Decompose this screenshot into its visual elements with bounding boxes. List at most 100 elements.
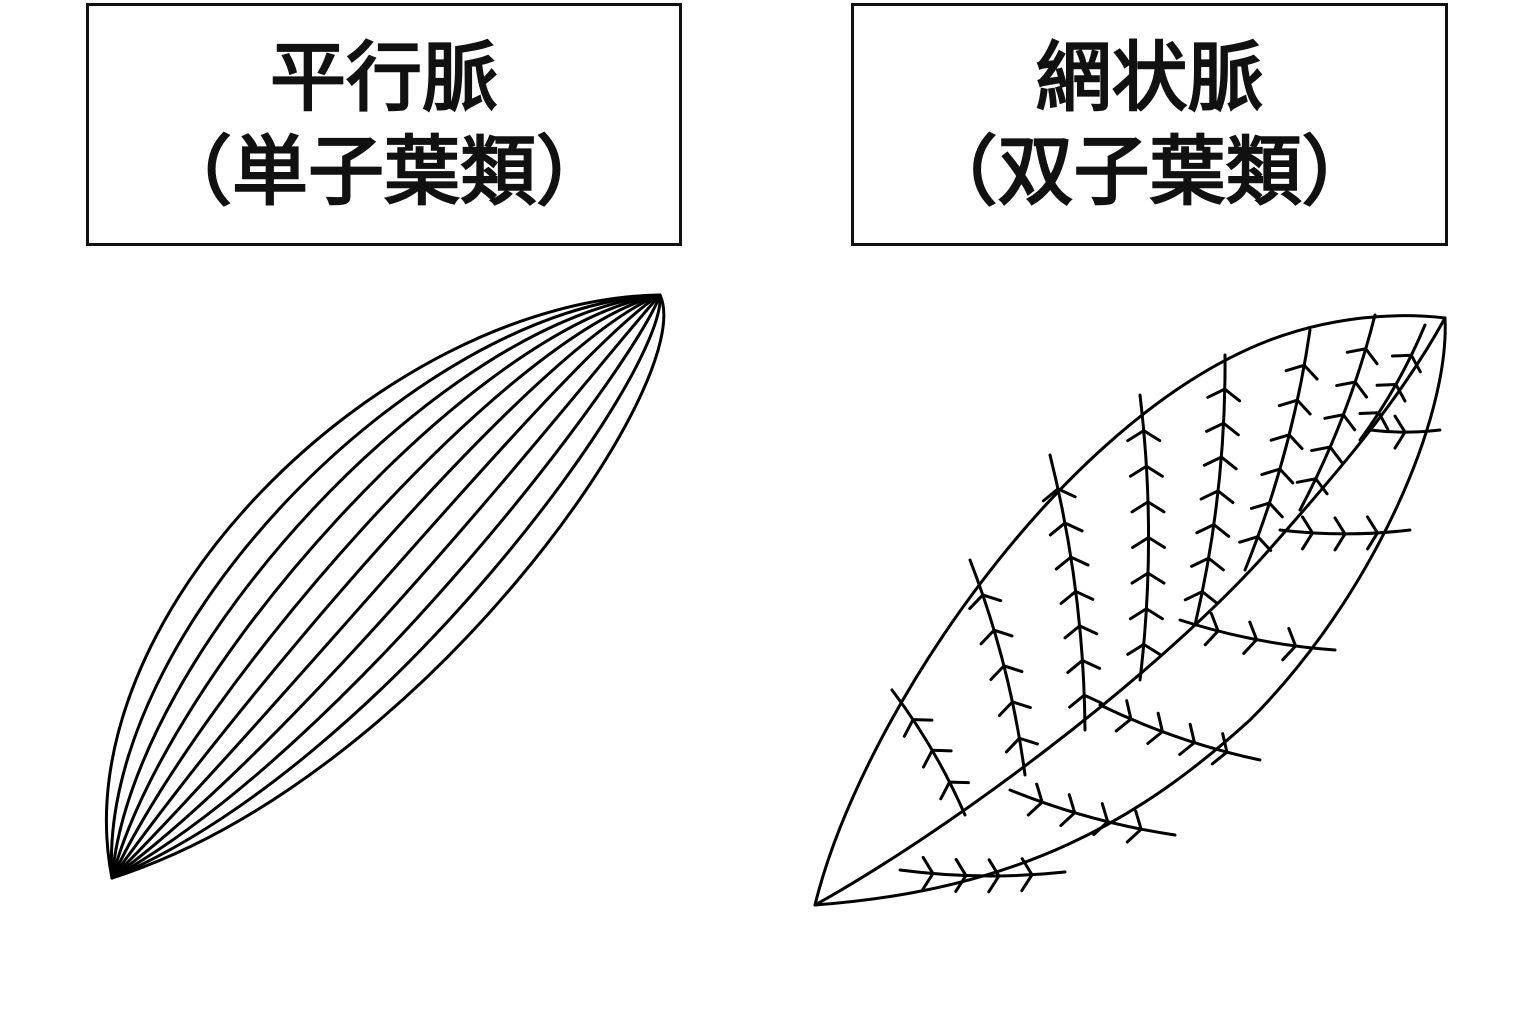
tertiary-vein bbox=[1216, 489, 1235, 505]
tertiary-vein bbox=[987, 874, 1001, 894]
tertiary-vein bbox=[1156, 711, 1164, 734]
tertiary-vein bbox=[1314, 477, 1329, 496]
tertiary-vein bbox=[930, 748, 953, 753]
tertiary-vein bbox=[1390, 353, 1413, 358]
tertiary-vein bbox=[1066, 658, 1084, 674]
tertiary-vein bbox=[911, 718, 934, 722]
tertiary-vein bbox=[1281, 644, 1298, 662]
leaf-outline bbox=[813, 316, 1447, 907]
tertiary-vein bbox=[1130, 571, 1150, 585]
tertiary-vein bbox=[1128, 464, 1148, 478]
parallel-vein bbox=[110, 293, 662, 880]
tertiary-vein bbox=[1134, 809, 1143, 831]
tertiary-vein bbox=[1178, 741, 1196, 756]
tertiary-vein bbox=[1128, 607, 1148, 621]
tertiary-vein bbox=[939, 780, 952, 801]
tertiary-vein bbox=[1284, 363, 1306, 373]
tertiary-vein bbox=[1248, 620, 1259, 642]
tertiary-vein bbox=[1142, 429, 1162, 443]
tertiary-vein bbox=[1092, 820, 1110, 837]
tertiary-vein bbox=[1377, 411, 1390, 431]
secondary-vein bbox=[890, 688, 967, 817]
tertiary-vein bbox=[1364, 347, 1379, 366]
tertiary-vein bbox=[1126, 642, 1146, 656]
tertiary-vein bbox=[1301, 515, 1314, 535]
tertiary-vein bbox=[1375, 382, 1398, 387]
tertiary-vein bbox=[1328, 445, 1344, 464]
tertiary-vein bbox=[1323, 413, 1345, 420]
leaf-outline bbox=[813, 314, 1447, 907]
tertiary-vein bbox=[1017, 736, 1039, 746]
tertiary-vein bbox=[1341, 413, 1357, 432]
parallel-vein bbox=[110, 293, 662, 880]
tertiary-vein bbox=[1249, 501, 1271, 510]
tertiary-vein bbox=[1142, 642, 1162, 656]
tertiary-vein bbox=[1020, 873, 1034, 893]
tertiary-vein bbox=[1222, 421, 1240, 437]
tertiary-vein bbox=[1277, 398, 1299, 408]
tertiary-vein bbox=[1366, 515, 1379, 535]
tertiary-vein bbox=[1195, 523, 1216, 535]
tertiary-vein bbox=[1054, 555, 1073, 571]
tertiary-vein bbox=[1256, 535, 1273, 553]
tertiary-vein bbox=[1125, 699, 1133, 721]
tertiary-vein bbox=[1269, 433, 1291, 442]
tertiary-vein bbox=[1295, 398, 1312, 416]
tertiary-vein bbox=[1409, 353, 1422, 374]
tertiary-vein bbox=[921, 855, 935, 876]
tertiary-vein bbox=[1278, 467, 1295, 485]
tertiary-vein bbox=[1078, 624, 1099, 636]
tertiary-vein bbox=[1080, 658, 1102, 670]
tertiary-vein bbox=[1068, 693, 1086, 709]
tertiary-vein bbox=[1035, 782, 1044, 804]
tertiary-vein bbox=[1056, 487, 1077, 499]
tertiary-vein bbox=[981, 593, 1003, 603]
tertiary-vein bbox=[1067, 793, 1077, 815]
tertiary-vein bbox=[1358, 411, 1381, 416]
tertiary-vein bbox=[1219, 455, 1238, 471]
tertiary-vein bbox=[954, 874, 968, 893]
tertiary-vein bbox=[1353, 380, 1369, 399]
tertiary-vein bbox=[1301, 531, 1314, 551]
tertiary-vein bbox=[1063, 624, 1082, 640]
tertiary-vein bbox=[1202, 455, 1223, 467]
tertiary-vein bbox=[1146, 571, 1166, 585]
tertiary-vein bbox=[948, 780, 970, 785]
tertiary-vein bbox=[1210, 750, 1229, 766]
tertiary-vein bbox=[1287, 433, 1304, 451]
tertiary-vein bbox=[1048, 521, 1067, 537]
parallel-venation-title: 平行脈 bbox=[270, 32, 498, 122]
tertiary-vein bbox=[1333, 516, 1347, 536]
tertiary-vein bbox=[1260, 467, 1282, 477]
tertiary-vein bbox=[1207, 556, 1225, 572]
tertiary-vein bbox=[1059, 811, 1077, 828]
tertiary-vein bbox=[1393, 414, 1407, 434]
tertiary-vein bbox=[1203, 629, 1220, 647]
secondary-vein bbox=[1178, 618, 1337, 652]
leaf-outline bbox=[105, 293, 662, 880]
secondary-vein bbox=[1008, 788, 1177, 837]
tertiary-vein bbox=[1100, 802, 1110, 824]
tertiary-vein bbox=[1147, 536, 1167, 549]
tertiary-vein bbox=[1345, 347, 1368, 354]
tertiary-vein bbox=[954, 857, 968, 878]
tertiary-vein bbox=[1010, 700, 1032, 710]
tertiary-vein bbox=[1069, 555, 1090, 567]
parallel-vein bbox=[109, 293, 662, 880]
tertiary-vein bbox=[902, 718, 915, 738]
tertiary-vein bbox=[1200, 590, 1219, 605]
reticulate-venation-label-box: 網状脈 （双子葉類） bbox=[851, 3, 1448, 246]
tertiary-vein bbox=[987, 858, 1001, 878]
tertiary-vein bbox=[921, 872, 935, 891]
tertiary-vein bbox=[1183, 590, 1204, 602]
tertiary-vein bbox=[1004, 736, 1021, 754]
tertiary-vein bbox=[1238, 535, 1260, 544]
parallel-vein bbox=[110, 293, 662, 880]
tertiary-vein bbox=[1041, 487, 1060, 503]
tertiary-vein bbox=[1335, 380, 1357, 388]
secondary-vein bbox=[898, 868, 1067, 878]
tertiary-vein bbox=[1333, 532, 1347, 552]
tertiary-vein bbox=[1125, 827, 1143, 844]
parallel-venation-label-box: 平行脈 （単子葉類） bbox=[86, 3, 682, 246]
